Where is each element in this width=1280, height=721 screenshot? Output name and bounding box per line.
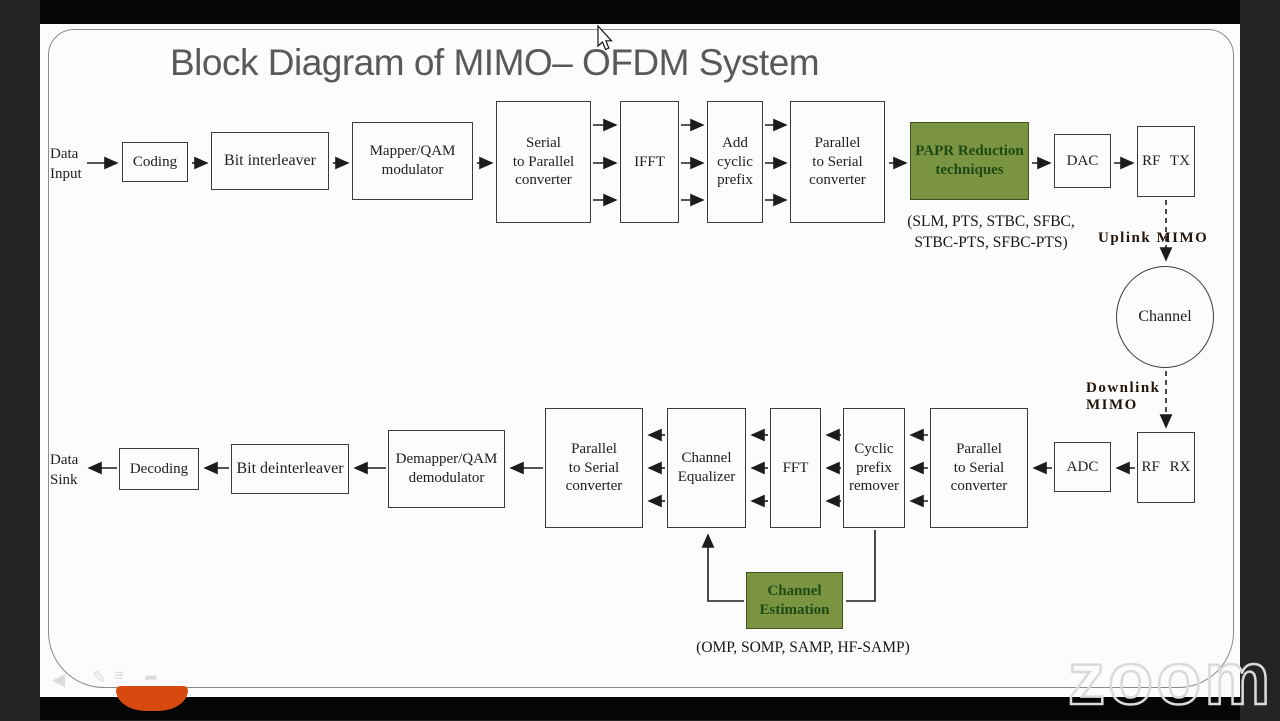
- block-parallel-to-serial-rx-right: Parallel to Serial converter: [930, 408, 1028, 528]
- block-add-cyclic-prefix: Add cyclic prefix: [707, 101, 763, 223]
- block-dac: DAC: [1054, 134, 1111, 188]
- block-serial-to-parallel: Serial to Parallel converter: [496, 101, 591, 223]
- block-mapper-qam-modulator: Mapper/QAM modulator: [352, 122, 473, 200]
- block-channel: Channel: [1116, 266, 1214, 368]
- block-cyclic-prefix-remover: Cyclic prefix remover: [843, 408, 905, 528]
- channel-estimation-note: (OMP, SOMP, SAMP, HF-SAMP): [696, 639, 910, 656]
- video-frame: Block Diagram of MIMO– OFDM System Data …: [40, 0, 1271, 721]
- block-bit-interleaver: Bit interleaver: [211, 132, 329, 190]
- prev-slide-icon[interactable]: ◀: [52, 670, 66, 689]
- slide-list-icon[interactable]: ≡: [114, 666, 124, 685]
- block-parallel-to-serial-rx-left: Parallel to Serial converter: [545, 408, 643, 528]
- block-rf-tx: RF TX: [1137, 126, 1195, 197]
- label-data-sink: Data Sink: [50, 452, 79, 488]
- zoom-watermark: zoom: [1067, 636, 1274, 721]
- slide-canvas: Block Diagram of MIMO– OFDM System Data …: [40, 24, 1271, 721]
- next-slide-icon[interactable]: ➦: [144, 668, 159, 687]
- pen-tool-icon[interactable]: ✎: [92, 668, 107, 687]
- block-parallel-to-serial-tx: Parallel to Serial converter: [790, 101, 885, 223]
- block-adc: ADC: [1054, 442, 1111, 492]
- block-fft: FFT: [770, 408, 821, 528]
- slide-border: [48, 29, 1234, 688]
- papr-techniques-note: (SLM, PTS, STBC, SFBC, STBC-PTS, SFBC-PT…: [907, 213, 1075, 251]
- label-downlink-mimo: Downlink MIMO: [1086, 380, 1161, 413]
- block-papr-reduction: PAPR Reduction techniques: [910, 122, 1029, 200]
- orange-logo-icon: [116, 686, 188, 711]
- block-ifft: IFFT: [620, 101, 679, 223]
- slide-title: Block Diagram of MIMO– OFDM System: [170, 42, 820, 83]
- block-bit-deinterleaver: Bit deinterleaver: [231, 444, 349, 494]
- block-channel-equalizer: Channel Equalizer: [667, 408, 746, 528]
- block-coding: Coding: [122, 142, 188, 182]
- block-decoding: Decoding: [119, 448, 199, 490]
- block-rf-rx: RF RX: [1137, 432, 1195, 503]
- label-uplink-mimo: Uplink MIMO: [1098, 230, 1209, 246]
- label-data-input: Data Input: [50, 146, 82, 182]
- block-channel-estimation: Channel Estimation: [746, 572, 843, 629]
- block-demapper-qam-demodulator: Demapper/QAM demodulator: [388, 430, 505, 508]
